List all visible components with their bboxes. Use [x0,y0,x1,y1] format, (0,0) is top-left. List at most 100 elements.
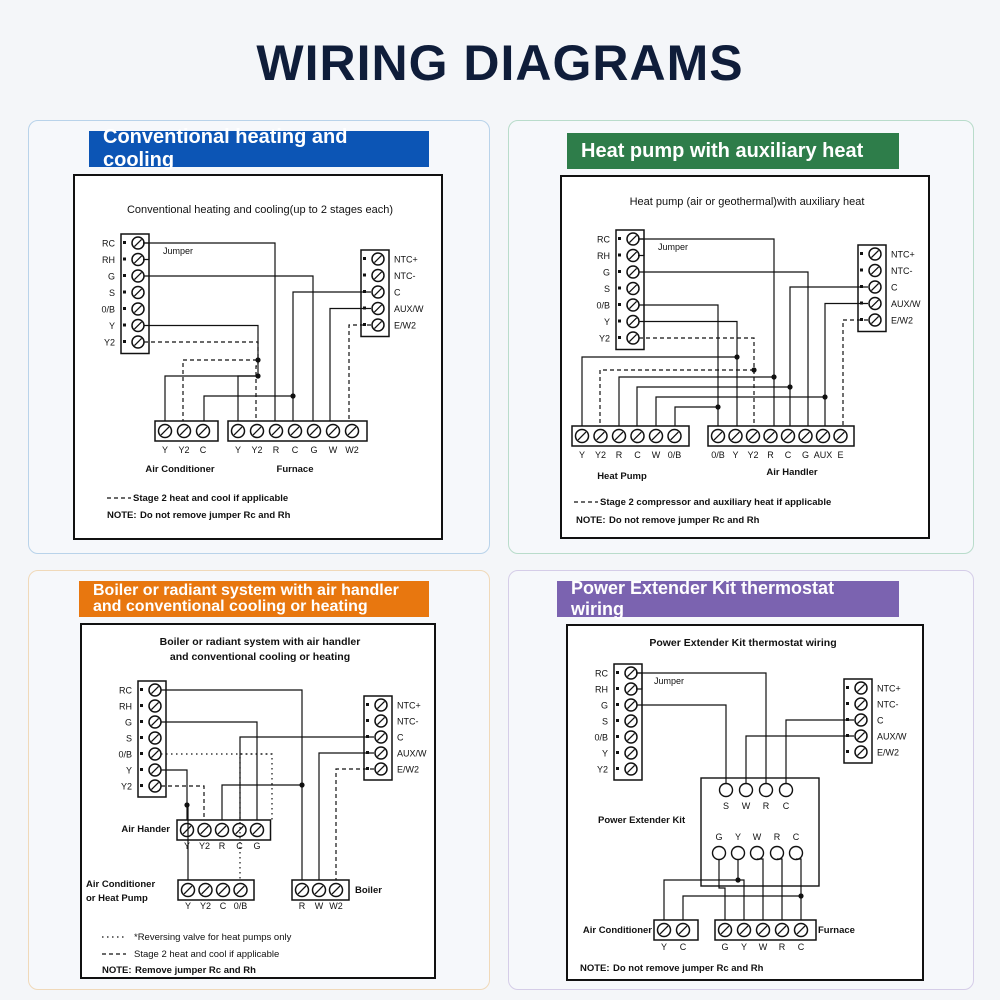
terminal-pin [616,671,619,674]
dashed-wire [239,753,272,880]
unit-name: Furnace [277,464,314,475]
wire [785,719,854,784]
wire [796,858,802,920]
note-label: NOTE: [107,510,137,521]
pek-name: Power Extender Kit [598,815,686,826]
screw-slot [626,748,636,758]
screw-slot [870,282,880,292]
terminal-pin [616,719,619,722]
screw-slot [801,431,810,441]
terminal-label: S [602,717,608,727]
wire [318,752,374,880]
power-extender-kit [700,777,820,887]
jumper-label: Jumper [163,246,193,256]
panel-power-extender: Power Extender Kit thermostat wiring Pow… [508,570,974,990]
wire [144,242,276,421]
screw-slot [659,925,669,935]
wire [221,784,302,820]
terminal-label: W [329,445,338,455]
terminal-label: R [299,901,306,911]
screw-slot [373,254,383,264]
terminal-label: 0/B [668,450,682,460]
wire [637,672,767,784]
screw-slot [626,700,636,710]
screw-slot [297,885,307,895]
screw-slot [150,733,160,743]
pek-terminal [778,782,794,798]
terminal-label: Y [235,445,241,455]
screw-slot [818,431,828,441]
screw-slot [183,885,193,895]
terminal-pin [618,253,621,257]
terminal-label: E/W2 [397,765,419,775]
terminal-pin [616,703,619,706]
wire [682,895,801,920]
terminal-pin [140,768,143,771]
unit-name: Air Conditioner [583,925,652,936]
note-text: Do not remove jumper Rc and Rh [609,515,760,526]
unit-name: Heat Pump [597,471,647,482]
panel-conventional: Conventional heating and cooling Convent… [28,120,490,554]
terminal-label: C [783,801,790,811]
dashed-wire [639,337,755,426]
terminal-label: RH [102,255,115,265]
terminal-pin [363,257,366,260]
terminal-label: C [785,450,792,460]
terminal-label: 0/B [711,450,725,460]
terminal-pin [618,303,621,306]
screw-slot [870,315,880,325]
junction-dot [715,404,721,410]
terminal-label: AUX/W [394,304,424,314]
terminal-label: C [891,283,898,293]
screw-slot [628,284,638,293]
terminal-label: NTC+ [877,684,901,694]
screw-slot [133,321,143,330]
panel-heat-pump: Heat pump with auxiliary heat Heat pump … [508,120,974,554]
terminal-label: NTC- [891,266,913,276]
screw-slot [150,765,160,775]
terminal-pin [140,704,143,707]
terminal-label: Y2 [747,450,758,460]
pek-terminal [769,845,785,861]
screw-slot [626,684,636,694]
terminal-label: AUX [814,450,833,460]
terminal-label: G [601,701,608,711]
terminal-label: C [877,716,884,726]
screw-slot [133,271,143,281]
dashed-wire [161,753,273,820]
note-text: Do not remove jumper Rc and Rh [140,510,291,521]
screw-slot [626,764,636,774]
screw-slot [748,431,758,441]
terminal-pin [860,252,863,255]
screw-slot [856,699,866,709]
terminal-label: Y [109,321,115,331]
dashed-wire [599,369,754,426]
screw-slot [628,234,638,244]
terminal-label: NTC+ [397,701,421,711]
terminal-label: G [108,272,115,282]
note-text: Remove jumper Rc and Rh [135,965,256,976]
screw-slot [628,333,638,343]
terminal-label: Y [162,445,168,455]
wire [144,324,259,421]
screw-slot [577,431,587,441]
terminal-pin [616,751,619,754]
terminal-label: C [680,942,687,952]
terminal-label: S [723,801,729,811]
wire [292,291,371,421]
terminal-label: W2 [329,901,343,911]
legend-text: Stage 2 compressor and auxiliary heat if… [600,497,831,508]
terminal-pin [616,687,619,690]
wiring-diagram: Heat pump (air or geothermal)with auxili… [571,196,921,526]
terminal-pin [140,688,143,691]
terminal-pin [846,686,849,689]
screw-slot [271,426,281,436]
dashed-wire [335,768,374,880]
terminal-label: W2 [345,445,359,455]
terminal-label: R [767,450,774,460]
terminal-label: Y2 [178,445,189,455]
screw-slot [628,317,638,326]
terminal-pin [123,323,126,327]
terminal-label: Y [602,749,608,759]
